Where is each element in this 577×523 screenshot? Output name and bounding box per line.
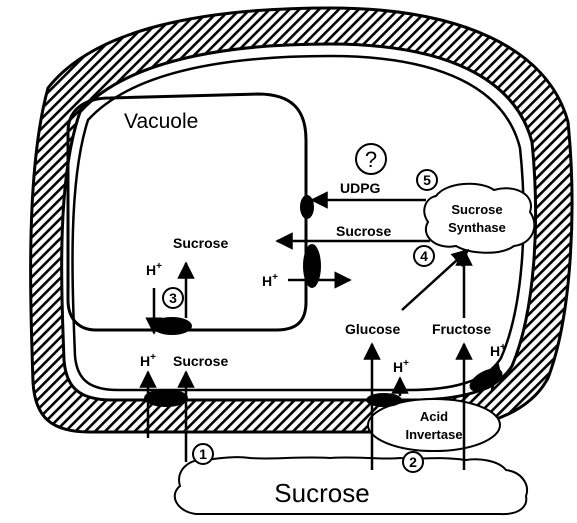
step-4-number: 4 bbox=[420, 248, 428, 264]
enzyme-label-line2: Synthase bbox=[448, 220, 506, 235]
sucrose-label-cytosol: Sucrose bbox=[173, 353, 228, 369]
step-5-number: 5 bbox=[423, 172, 431, 188]
tonoplast-sucrose-h-symporter bbox=[152, 317, 192, 335]
arrow-glucose-to-synthase bbox=[402, 250, 468, 310]
acid-invertase-label-line2: Invertase bbox=[405, 427, 462, 442]
step-1-number: 1 bbox=[199, 446, 207, 462]
glucose-label: Glucose bbox=[345, 321, 400, 337]
vacuole-sucrose-h-antiporter bbox=[303, 244, 321, 288]
enzyme-label-line1: Sucrose bbox=[451, 202, 502, 217]
vacuole-udpg-transporter bbox=[300, 195, 314, 219]
vacuole-label: Vacuole bbox=[124, 110, 198, 133]
sucrose-label-arrow: Sucrose bbox=[336, 223, 391, 239]
fructose-label: Fructose bbox=[432, 321, 491, 337]
sucrose-synthase-blob bbox=[424, 184, 534, 253]
question-mark: ? bbox=[365, 147, 377, 172]
h-plus-label-glucose: H+ bbox=[393, 358, 409, 375]
sucrose-label-vacuole: Sucrose bbox=[173, 235, 228, 251]
h-plus-label-vacuole-left: H+ bbox=[146, 261, 162, 278]
step-2-number: 2 bbox=[409, 454, 417, 470]
udpg-label: UDPG bbox=[340, 180, 381, 196]
h-plus-label-cytosol: H+ bbox=[140, 352, 156, 369]
h-plus-label-vacuole-right: H+ bbox=[262, 272, 278, 289]
h-plus-label-fructose: H+ bbox=[490, 342, 506, 359]
plasma-membrane-sucrose-h-symporter bbox=[144, 389, 188, 407]
step-3-number: 3 bbox=[169, 290, 177, 306]
sucrose-outside-label: Sucrose bbox=[274, 478, 369, 508]
acid-invertase-label-line1: Acid bbox=[420, 409, 448, 424]
